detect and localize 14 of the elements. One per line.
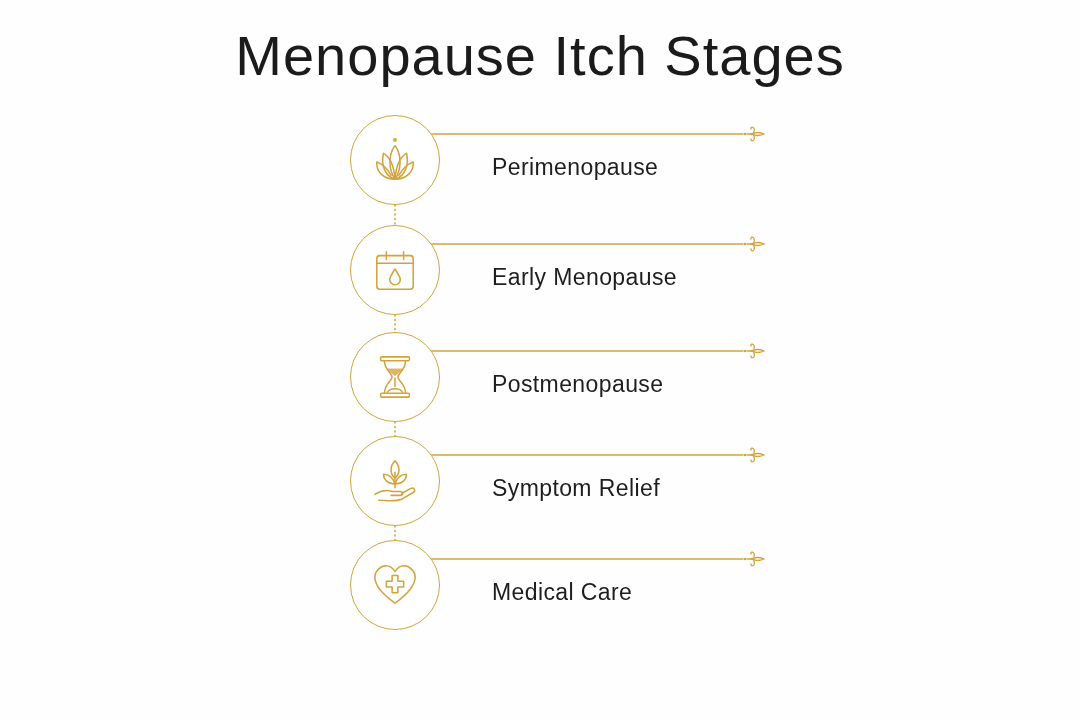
- dotted-connector: [394, 314, 396, 333]
- flourish-line: [431, 447, 765, 463]
- stage-label: Early Menopause: [492, 266, 677, 289]
- stage-label: Symptom Relief: [492, 477, 660, 500]
- stage-label: Medical Care: [492, 581, 633, 604]
- flourish-line: [431, 126, 765, 142]
- stage-label: Perimenopause: [492, 156, 659, 179]
- flourish-line: [431, 551, 765, 567]
- dotted-connector: [394, 421, 396, 437]
- dotted-connector: [394, 525, 396, 541]
- flourish-line: [431, 236, 765, 252]
- dotted-connector: [394, 204, 396, 226]
- stage-label: Postmenopause: [492, 373, 664, 396]
- flourish-line: [431, 343, 765, 359]
